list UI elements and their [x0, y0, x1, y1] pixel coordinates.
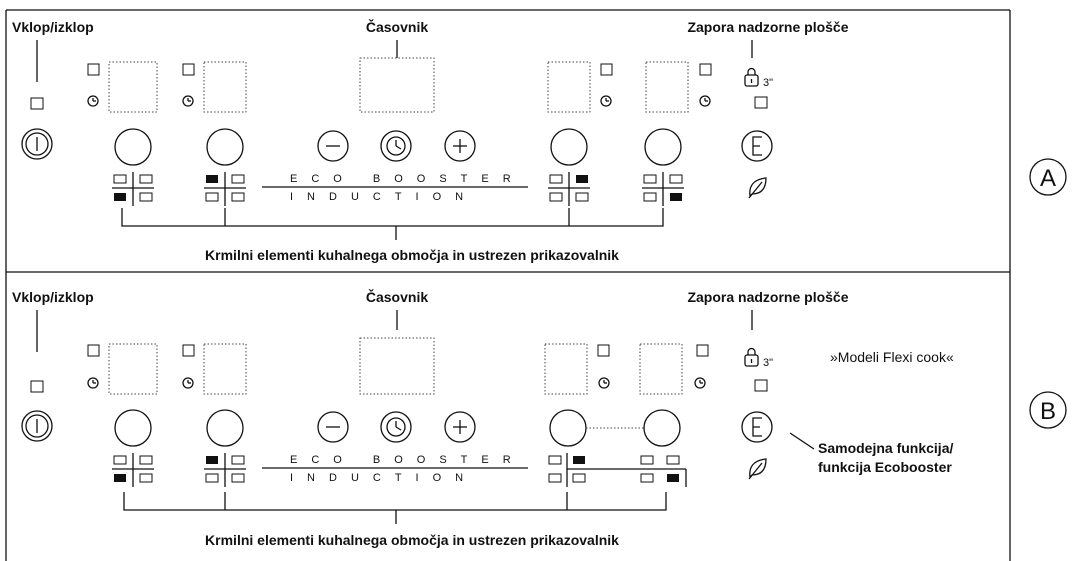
- clock-icon: [694, 377, 706, 389]
- zone-1: [87, 61, 158, 206]
- clock-icon: [87, 377, 99, 389]
- zone-display: [544, 343, 588, 395]
- clock-icon: [598, 377, 610, 389]
- zone-position-icon: [642, 172, 684, 206]
- lock-icon[interactable]: [744, 347, 759, 367]
- power-indicator: [30, 380, 44, 393]
- power-label: Vklop/izklop: [12, 289, 94, 305]
- power-button[interactable]: [21, 128, 53, 160]
- clock-icon: [182, 95, 194, 107]
- zone-button[interactable]: [550, 128, 588, 166]
- lock-indicator: [754, 379, 768, 392]
- zone-display: [639, 343, 683, 395]
- clock-icon: [182, 377, 194, 389]
- power-label: Vklop/izklop: [12, 19, 94, 35]
- eco-e-button[interactable]: [741, 411, 773, 443]
- timer-button[interactable]: [380, 411, 412, 443]
- zone-2: [182, 61, 247, 206]
- panel-marker-b-label: B: [1040, 398, 1056, 425]
- lock-seconds: 3": [763, 357, 773, 369]
- timer-label: Časovnik: [366, 18, 428, 35]
- flexi-position-icon: [548, 453, 687, 487]
- zone-display: [108, 61, 158, 113]
- zone-button[interactable]: [206, 409, 244, 447]
- panel-a: Vklop/izklop Časovnik Zapora nadzorne pl…: [12, 18, 1067, 263]
- power-button[interactable]: [21, 410, 53, 442]
- zone-indicator: [87, 63, 100, 76]
- zone-button[interactable]: [114, 409, 152, 447]
- leaf-icon: [748, 177, 767, 199]
- plus-button[interactable]: [444, 411, 476, 443]
- zone-button[interactable]: [206, 128, 244, 166]
- zone-display: [547, 61, 591, 113]
- zone-indicator: [600, 63, 613, 76]
- clock-icon: [699, 95, 711, 107]
- zone-2: [182, 343, 247, 487]
- eco-booster-text: ECO BOOSTER: [290, 454, 525, 466]
- power-indicator: [30, 97, 44, 110]
- ecobooster-function-label: funkcija Ecobooster: [818, 459, 952, 475]
- zone-button[interactable]: [644, 128, 682, 166]
- auto-leader: [789, 432, 815, 450]
- eco-booster-text: ECO BOOSTER: [290, 173, 525, 185]
- lock-indicator: [754, 96, 768, 109]
- induction-text: INDUCTION: [290, 191, 477, 203]
- timer-button[interactable]: [380, 130, 412, 162]
- clock-icon: [87, 95, 99, 107]
- lock-label: Zapora nadzorne plošče: [687, 19, 848, 35]
- plus-button[interactable]: [444, 130, 476, 162]
- zone-display: [108, 343, 158, 395]
- zone-button[interactable]: [643, 409, 681, 447]
- zone-indicator: [182, 63, 195, 76]
- zones-bracket: [123, 492, 667, 511]
- lock-label: Zapora nadzorne plošče: [687, 289, 848, 305]
- zones-caption: Krmilni elementi kuhalnega območja in us…: [205, 532, 619, 548]
- zone-position-icon: [204, 172, 246, 206]
- panel-b: Vklop/izklop Časovnik Zapora nadzorne pl…: [12, 288, 1067, 548]
- lock-icon[interactable]: [744, 67, 759, 87]
- panel-marker-a: [1029, 158, 1067, 196]
- zone-1: [87, 343, 158, 487]
- clock-icon: [600, 95, 612, 107]
- panel-marker-a-label: A: [1040, 165, 1056, 192]
- zone-4: [642, 61, 712, 206]
- zone-position-icon: [204, 453, 246, 487]
- minus-button[interactable]: [317, 411, 349, 443]
- eco-e-button[interactable]: [741, 130, 773, 162]
- timer-label: Časovnik: [366, 288, 428, 305]
- zone-indicator: [696, 344, 709, 357]
- zone-indicator: [699, 63, 712, 76]
- flexi-note: »Modeli Flexi cook«: [830, 349, 954, 365]
- zone-position-icon: [112, 453, 154, 487]
- zone-display: [645, 61, 689, 113]
- zone-position-icon: [548, 172, 590, 206]
- zone-display: [203, 343, 247, 395]
- lock-seconds: 3": [763, 77, 773, 89]
- flexi-zone: [544, 343, 709, 487]
- timer-display: [359, 57, 435, 113]
- zone-position-icon: [112, 172, 154, 206]
- zones-bracket: [121, 208, 664, 227]
- zone-3: [547, 61, 613, 206]
- zone-button[interactable]: [114, 128, 152, 166]
- zone-indicator: [87, 344, 100, 357]
- zone-button[interactable]: [549, 409, 587, 447]
- panel-marker-b: [1029, 391, 1067, 429]
- timer-display: [359, 337, 435, 395]
- leaf-icon: [748, 458, 767, 480]
- zone-display: [203, 61, 247, 113]
- zones-caption: Krmilni elementi kuhalnega območja in us…: [205, 247, 619, 263]
- auto-function-label: Samodejna funkcija/: [818, 440, 953, 456]
- induction-text: INDUCTION: [290, 472, 477, 484]
- zone-indicator: [597, 344, 610, 357]
- minus-button[interactable]: [317, 130, 349, 162]
- zone-indicator: [182, 344, 195, 357]
